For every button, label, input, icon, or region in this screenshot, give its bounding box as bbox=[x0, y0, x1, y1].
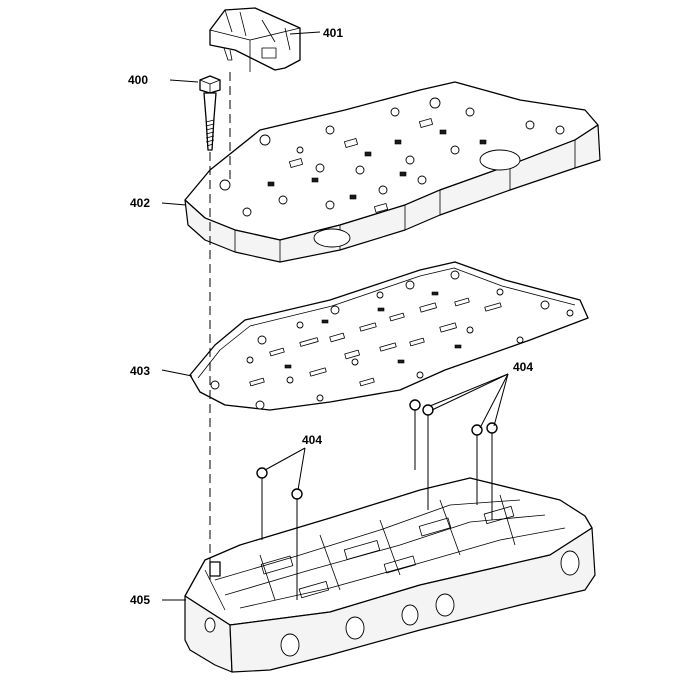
check-ball bbox=[486, 422, 498, 434]
bracket-401 bbox=[209, 7, 301, 72]
valve-body-405 bbox=[184, 477, 596, 673]
check-ball bbox=[422, 404, 434, 416]
check-ball bbox=[256, 467, 268, 479]
callout-405: 405 bbox=[130, 593, 150, 607]
check-balls-404 bbox=[256, 399, 498, 600]
callout-leaders bbox=[161, 31, 509, 601]
spacer-plate-403 bbox=[189, 261, 589, 411]
callout-401: 401 bbox=[323, 26, 343, 40]
check-ball bbox=[471, 424, 483, 436]
callout-403: 403 bbox=[130, 364, 150, 378]
callout-402: 402 bbox=[130, 196, 150, 210]
check-ball bbox=[291, 488, 303, 500]
callout-400: 400 bbox=[128, 73, 148, 87]
bolt-400 bbox=[199, 75, 221, 151]
callout-404-left: 404 bbox=[302, 433, 322, 447]
cover-plate-402 bbox=[184, 81, 601, 263]
check-ball bbox=[409, 399, 421, 411]
callout-404-right: 404 bbox=[513, 360, 533, 374]
